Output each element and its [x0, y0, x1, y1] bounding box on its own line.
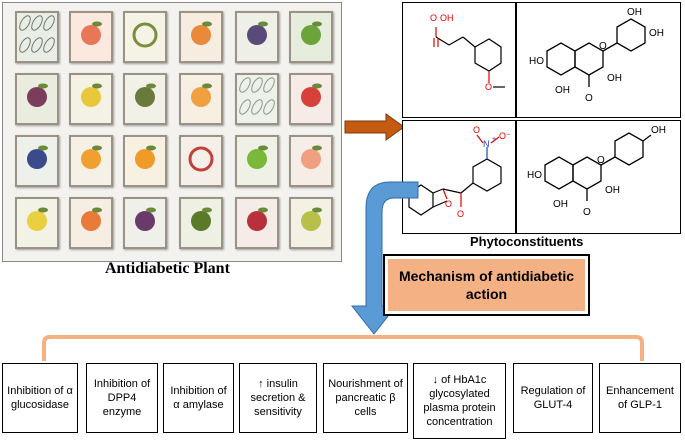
kiwi-icon — [301, 21, 322, 45]
plant-card-green-apple — [235, 135, 279, 187]
atom-label: OH — [649, 28, 664, 39]
orange-blossom-icon — [81, 145, 102, 169]
leaf-pattern-2-icon — [239, 77, 275, 115]
grapes-icon — [247, 21, 268, 45]
atom-label: O — [599, 41, 607, 52]
mechanism-insulin-secretion: ↑ insulin secretion & sensitivity — [239, 363, 317, 433]
mechanism-box: Mechanism of antidiabetic action — [383, 254, 590, 316]
antidiabetic-plant-label: Antidiabetic Plant — [105, 260, 230, 277]
right-arrow-icon — [344, 113, 405, 141]
atom-label: HO — [529, 56, 544, 67]
plant-card-peaches — [289, 135, 333, 187]
orange-slice-icon — [135, 145, 156, 169]
flavonol-structure-2: HO OH OH OH O O — [527, 125, 666, 218]
mechanism-beta-cells: Nourishment of pancreatic β cells — [323, 363, 408, 433]
fig-icon — [27, 83, 48, 107]
mechanism-glut4: Regulation of GLUT-4 — [513, 363, 593, 433]
plant-card-leaf-pattern-2 — [235, 73, 279, 125]
cinnamic-acid-structure: O OH O — [430, 13, 505, 92]
avocado-icon — [191, 207, 212, 231]
structure-box-cinnamic-acid: O OH O — [402, 2, 516, 118]
plant-card-blueberries — [15, 135, 59, 187]
wreath-icon — [132, 22, 158, 48]
plant-card-plums — [123, 197, 167, 249]
plant-card-grapes — [235, 11, 279, 63]
atom-label: O — [597, 155, 605, 166]
pomegranate-icon — [247, 207, 268, 231]
atom-label: O — [473, 125, 480, 135]
atom-label: HO — [527, 170, 542, 181]
atom-label: O — [485, 82, 492, 92]
atom-label: + — [492, 136, 496, 143]
atom-label: O⁻ — [499, 131, 511, 141]
plant-card-apricots — [179, 73, 223, 125]
apricots-icon — [191, 83, 212, 107]
papaya-icon — [81, 207, 102, 231]
mechanism-dpp4: Inhibition of DPP4 enzyme — [86, 363, 158, 433]
plant-card-olive-branch — [123, 73, 167, 125]
plant-card-strawberries — [289, 73, 333, 125]
grapefruit-icon — [81, 21, 102, 45]
atom-label: O — [457, 209, 464, 219]
atom-label: OH — [440, 13, 454, 23]
flavonol-structure-1: HO OH OH OH OH O O — [529, 7, 664, 104]
bracket-connector — [42, 335, 644, 361]
green-apple-icon — [247, 145, 268, 169]
mechanism-alpha-glucosidase: Inhibition of α glucosidase — [2, 363, 78, 433]
blueberries-icon — [27, 145, 48, 169]
structure-box-flavonol-1: HO OH OH OH OH O O — [516, 2, 681, 118]
strawberries-icon — [301, 83, 322, 107]
plant-card-wreath — [123, 11, 167, 63]
atom-label: O — [445, 199, 452, 209]
atom-label: OH — [605, 185, 620, 196]
plant-card-flowers — [69, 73, 113, 125]
nitro-benzofuran-structure: N + O⁻ O O O — [408, 125, 511, 219]
flowers-icon — [81, 83, 102, 107]
atom-label: O — [430, 13, 437, 23]
plant-card-orange-blossom — [69, 135, 113, 187]
leaf-pattern-icon — [19, 15, 55, 53]
plant-card-orange-slice — [123, 135, 167, 187]
mechanism-glp1: Enhancement of GLP-1 — [599, 363, 681, 433]
atom-label: N — [483, 139, 490, 149]
structure-box-nitro-benzofuran: N + O⁻ O O O — [402, 120, 516, 234]
atom-label: O — [583, 207, 591, 218]
plant-card-papaya — [69, 197, 113, 249]
plant-card-pumpkin — [179, 11, 223, 63]
mechanism-hba1c: ↓ of HbA1c glycosylated plasma protein c… — [413, 363, 506, 439]
mechanism-alpha-amylase: Inhibition of α amylase — [163, 363, 234, 433]
plant-card-avocado — [179, 197, 223, 249]
plums-icon — [135, 207, 156, 231]
plant-card-pears — [289, 197, 333, 249]
atom-label: OH — [627, 7, 642, 18]
atom-label: OH — [607, 73, 622, 84]
plant-card-leaf-pattern — [15, 11, 59, 63]
olive-branch-icon — [135, 83, 156, 107]
berry-wreath-icon — [188, 146, 214, 172]
plant-card-grapefruit — [69, 11, 113, 63]
plant-card-fig — [15, 73, 59, 125]
antidiabetic-plant-panel — [2, 2, 342, 262]
pumpkin-icon — [191, 21, 212, 45]
plant-card-berry-wreath — [179, 135, 223, 187]
plant-card-kiwi — [289, 11, 333, 63]
plant-card-lemons — [15, 197, 59, 249]
atom-label: OH — [555, 85, 570, 96]
pears-icon — [301, 207, 322, 231]
lemons-icon — [27, 207, 48, 231]
atom-label: OH — [553, 199, 568, 210]
atom-label: OH — [651, 125, 666, 136]
phytoconstituents-label: Phytoconstituents — [470, 234, 584, 249]
peaches-icon — [301, 145, 322, 169]
structure-box-flavonol-2: HO OH OH OH O O — [516, 120, 681, 234]
atom-label: O — [585, 93, 593, 104]
curved-down-arrow-icon — [350, 181, 419, 335]
plant-card-pomegranate — [235, 197, 279, 249]
mechanism-title: Mechanism of antidiabetic action — [388, 259, 585, 311]
